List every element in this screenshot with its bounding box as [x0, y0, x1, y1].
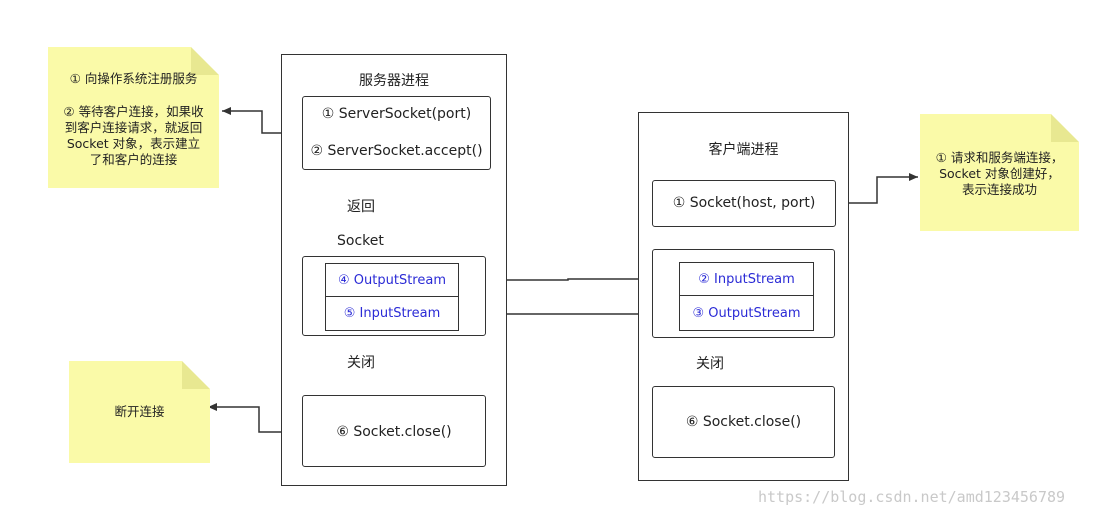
note-disconnect: 断开连接	[69, 361, 210, 463]
client-title: 客户端进程	[708, 142, 779, 158]
server-title: 服务器进程	[359, 73, 429, 89]
watermark-text: https://blog.csdn.net/amd123456789	[758, 488, 1066, 506]
server-close-box	[302, 395, 486, 467]
server-accept-step: ② ServerSocket.accept()	[310, 143, 483, 159]
server-input-stream: ⑤ InputStream	[325, 297, 459, 331]
note-fold-icon	[191, 47, 219, 75]
note-server-register: ① 向操作系统注册服务 ② 等待客户连接，如果收 到客户连接请求，就返回 Soc…	[48, 47, 219, 188]
server-close-label: 关闭	[347, 355, 375, 371]
note-client-line-3: 表示连接成功	[961, 182, 1037, 197]
client-input-stream: ② InputStream	[679, 262, 814, 296]
server-socket-label: Socket	[337, 233, 384, 249]
arrow-stream-top	[459, 275, 677, 284]
note-client-connect: ① 请求和服务端连接， Socket 对象创建好， 表示连接成功	[920, 114, 1079, 231]
arrow-client-to-note	[836, 173, 918, 204]
note-fold-icon	[182, 361, 210, 389]
server-socket-box	[302, 96, 491, 170]
server-return-label: 返回	[347, 199, 375, 215]
note-disconnect-text: 断开连接	[114, 404, 165, 419]
client-socket-step: ① Socket(host, port)	[672, 195, 816, 211]
client-close-box	[652, 386, 835, 458]
client-socket-box	[652, 180, 836, 227]
client-close-label: 关闭	[696, 356, 724, 372]
note-wait-line-2: 到客户连接请求，就返回	[64, 120, 203, 135]
server-output-stream: ④ OutputStream	[325, 263, 459, 297]
client-output-stream: ③ OutputStream	[679, 296, 814, 331]
note-wait-line-1: ② 等待客户连接，如果收	[63, 104, 204, 119]
note-register-text: ① 向操作系统注册服务	[69, 71, 198, 86]
server-close-step: ⑥ Socket.close()	[336, 424, 452, 440]
note-client-line-2: Socket 对象创建好，	[939, 166, 1060, 181]
arrow-close-to-note	[208, 403, 302, 433]
note-wait-line-4: 了和客户的连接	[89, 152, 178, 167]
note-fold-icon	[1051, 114, 1079, 142]
client-close-step: ⑥ Socket.close()	[685, 414, 802, 430]
note-wait-line-3: Socket 对象，表示建立	[66, 136, 201, 151]
server-socket-step: ① ServerSocket(port)	[321, 106, 472, 122]
note-client-line-1: ① 请求和服务端连接，	[935, 150, 1064, 165]
